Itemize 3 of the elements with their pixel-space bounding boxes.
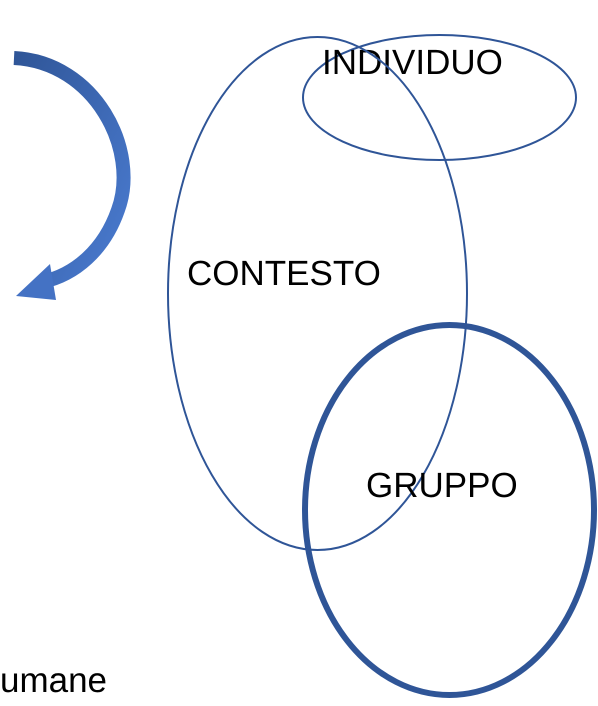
text-label: umane <box>0 660 108 702</box>
node-label: CONTESTO <box>187 253 381 295</box>
ellipse-node <box>302 322 597 698</box>
